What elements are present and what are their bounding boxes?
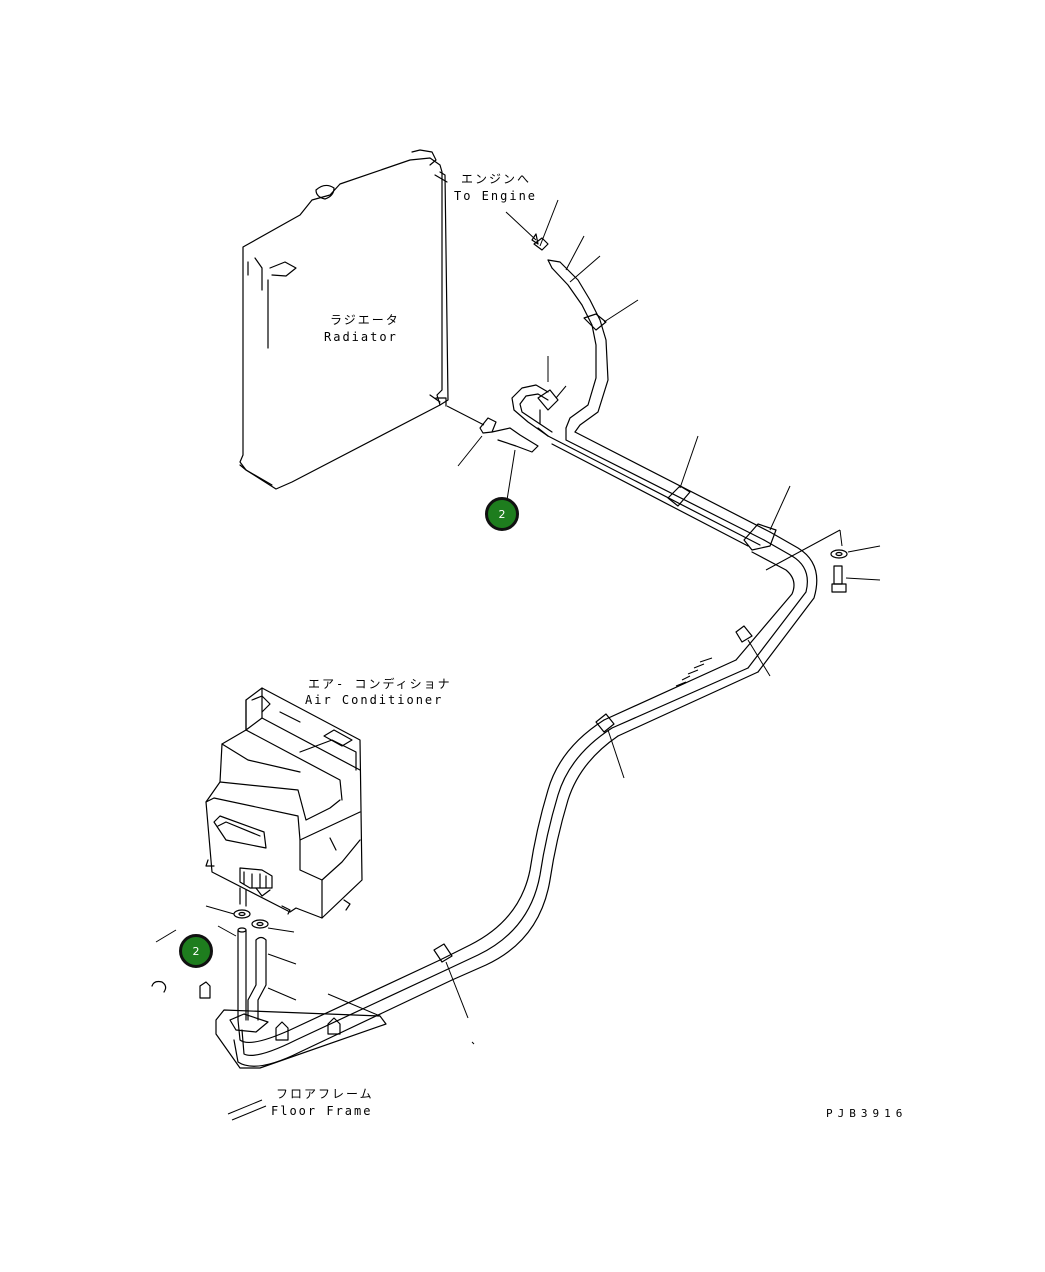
drawing-code: PJB3916: [826, 1107, 908, 1120]
label-aircon-en: Air Conditioner: [305, 693, 444, 707]
pipe-upper-run: [537, 427, 791, 551]
aircon-connector-pipes: [151, 905, 297, 1021]
label-floor-en: Floor Frame: [271, 1104, 373, 1118]
radiator-fitting: [446, 405, 539, 501]
pipe-s-curve: [433, 719, 619, 1019]
upper-loop: [511, 356, 567, 437]
pipe-middle-run: [595, 625, 771, 779]
label-radiator-jp: ラジエータ: [330, 313, 400, 327]
part-callout-lower[interactable]: 2: [179, 934, 213, 968]
pipe-bend: [735, 529, 881, 673]
pipe-lower-run: [215, 959, 475, 1069]
label-aircon-jp: エア- コンディショナ: [308, 677, 452, 691]
part-callout-upper[interactable]: 2: [485, 497, 519, 531]
label-floor-jp: フロアフレーム: [276, 1087, 374, 1101]
label-radiator-en: Radiator: [324, 330, 398, 344]
radiator-outline: [239, 149, 449, 490]
air-conditioner-unit: [205, 687, 363, 919]
label-engine-en: To Engine: [454, 189, 538, 203]
floor-frame-marks: [227, 1099, 267, 1121]
label-engine-jp: エンジンへ: [461, 172, 532, 186]
upper-hose-to-engine: [505, 199, 639, 433]
